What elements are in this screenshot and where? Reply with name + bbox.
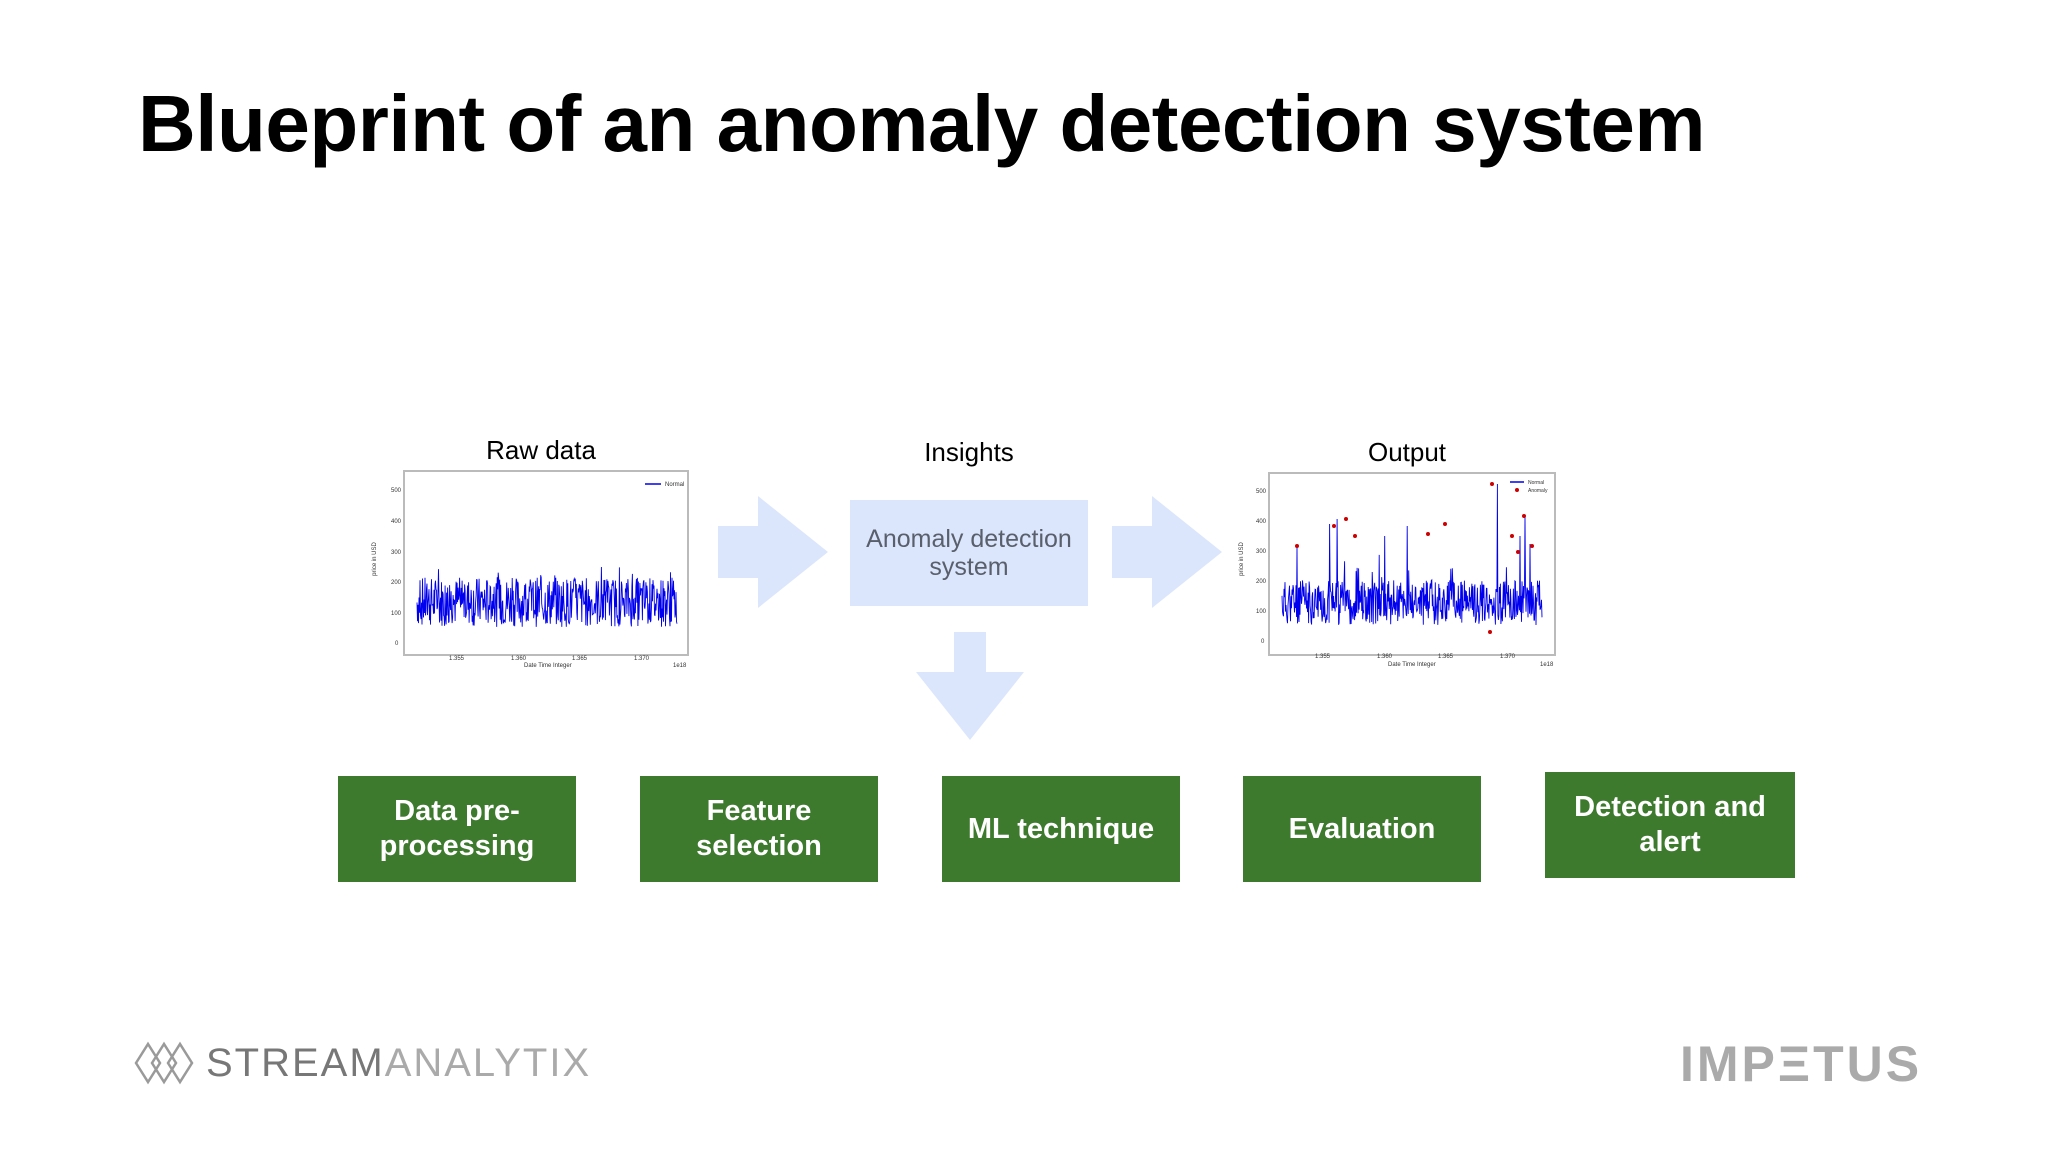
output-plot: Normal Anomaly [1268, 472, 1556, 656]
output-xlabel: Date Time Integer [1388, 662, 1436, 668]
anomaly-point [1490, 482, 1494, 486]
raw-series-line [416, 566, 678, 627]
caption-output: Output [1367, 437, 1447, 467]
raw-xlabel: Date Time Integer [524, 663, 572, 669]
tick-label: 0 [1261, 639, 1265, 645]
caption-raw-data: Raw data [486, 435, 596, 465]
impetus-logo: IMPΞTUS [1680, 1036, 1923, 1092]
tick-label: 1.365 [1438, 654, 1454, 660]
anomaly-point [1516, 550, 1520, 554]
step-ml-technique: ML technique [942, 776, 1180, 882]
arrow-down [916, 632, 1024, 740]
raw-exponent: 1e18 [673, 663, 687, 669]
anomaly-point [1522, 514, 1526, 518]
tick-label: 1.370 [1500, 654, 1516, 660]
tick-label: 200 [391, 580, 402, 586]
legend-label-normal: Normal [1528, 480, 1544, 486]
arrow-right-1 [718, 496, 828, 608]
step-label-line2: processing [379, 830, 535, 862]
step-label-line2: selection [696, 830, 822, 862]
anomaly-point [1295, 544, 1299, 548]
step-label-line1: Detection and [1574, 791, 1766, 823]
logo-text-stream: STREAM [206, 1040, 385, 1085]
output-plot-svg: Normal Anomaly [1281, 480, 1548, 634]
tick-label: 0 [395, 641, 399, 647]
tick-label: 1.370 [634, 656, 650, 662]
series-path [1281, 483, 1543, 626]
tick-label: 200 [1256, 579, 1267, 585]
tick-label: 1.355 [449, 656, 465, 662]
tick-label: 100 [391, 611, 402, 617]
output-exponent: 1e18 [1540, 662, 1554, 668]
legend-swatch-anomaly [1515, 488, 1519, 492]
tick-label: 500 [1256, 489, 1267, 495]
raw-data-plot-svg: Normal [416, 482, 684, 627]
streamanalytix-logo-icon [134, 1041, 194, 1085]
step-label-line1: Data pre- [394, 795, 520, 827]
anomaly-point [1332, 524, 1336, 528]
raw-data-plot: Normal [403, 470, 689, 656]
step-evaluation: Evaluation [1243, 776, 1481, 882]
slide-title: Blueprint of an anomaly detection system [138, 79, 1706, 168]
output-anomaly-points [1295, 482, 1534, 634]
tick-label: 400 [391, 519, 402, 525]
anomaly-point [1510, 534, 1514, 538]
tick-label: 300 [391, 550, 402, 556]
step-label-line2: alert [1639, 826, 1701, 858]
logo-text-analytix: ANALYTIX [384, 1040, 592, 1085]
series-path [416, 566, 678, 627]
step-label-line1: Feature [706, 795, 812, 827]
anomaly-point [1353, 534, 1357, 538]
step-label-line1: Evaluation [1288, 812, 1436, 845]
anomaly-point [1344, 517, 1348, 521]
anomaly-detection-system-box: Anomaly detection system [850, 500, 1088, 606]
legend-label-normal: Normal [665, 482, 684, 488]
arrow-right-2 [1112, 496, 1222, 608]
raw-ylabel: price in USD [371, 542, 378, 576]
tick-label: 400 [1256, 519, 1267, 525]
anomaly-point [1426, 532, 1430, 536]
tick-label: 1.355 [1315, 654, 1331, 660]
streamanalytix-logo: STREAMANALYTIX [134, 1040, 591, 1086]
legend-label-anomaly: Anomaly [1528, 488, 1548, 494]
caption-insights: Insights [924, 437, 1014, 467]
center-box-label: Anomaly detection system [866, 525, 1072, 581]
tick-label: 500 [391, 488, 402, 494]
output-ylabel: price in USD [1238, 542, 1245, 576]
tick-label: 1.365 [572, 656, 588, 662]
tick-label: 100 [1256, 609, 1267, 615]
anomaly-point [1488, 630, 1492, 634]
step-data-preprocessing: Data pre-processing [338, 776, 576, 882]
tick-label: 1.360 [1377, 654, 1393, 660]
output-series-line [1281, 483, 1543, 626]
tick-label: 300 [1256, 549, 1267, 555]
anomaly-point [1443, 522, 1447, 526]
anomaly-point [1530, 544, 1534, 548]
tick-label: 1.360 [511, 656, 527, 662]
step-label-line1: ML technique [967, 812, 1155, 845]
